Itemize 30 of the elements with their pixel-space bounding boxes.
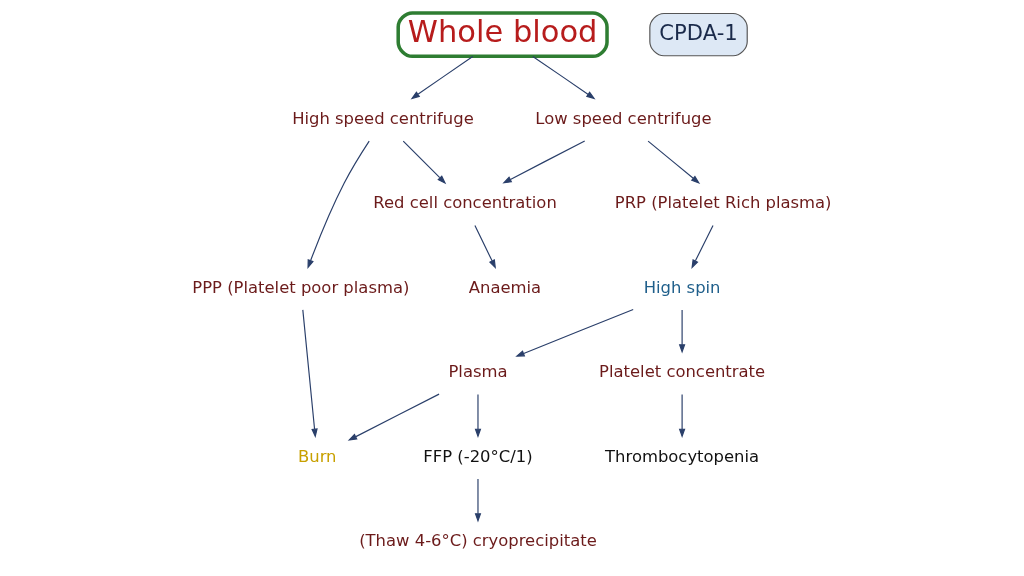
node-text: High speed centrifuge xyxy=(292,108,474,128)
arrow xyxy=(347,393,440,441)
node-text: Plasma xyxy=(448,362,508,382)
arrow xyxy=(410,55,474,100)
arrow xyxy=(532,55,596,100)
arrow xyxy=(647,140,701,184)
node-text: PPP (Platelet poor plasma) xyxy=(192,277,410,297)
arrow xyxy=(302,309,318,438)
arrow xyxy=(691,225,714,269)
arrow xyxy=(678,309,686,354)
arrow xyxy=(474,225,496,269)
node-box: Whole blood xyxy=(396,11,609,59)
node-box: CPDA-1 xyxy=(649,12,748,57)
arrow xyxy=(502,140,586,184)
arrow xyxy=(474,393,482,439)
node-text: FFP (-20°C/1) xyxy=(423,446,533,466)
node-text: Burn xyxy=(298,446,337,466)
node-text: Thrombocytopenia xyxy=(605,446,760,466)
arrow xyxy=(678,393,686,439)
node-text: Platelet concentrate xyxy=(599,362,766,382)
arrow xyxy=(474,478,482,523)
arrow xyxy=(307,140,370,269)
node-text: Red cell concentration xyxy=(373,193,557,213)
node-text: High spin xyxy=(643,277,721,297)
node-text: Anaemia xyxy=(468,277,542,297)
node-text: Low speed centrifuge xyxy=(535,108,712,128)
node-text: PRP (Platelet Rich plasma) xyxy=(614,193,832,213)
arrow xyxy=(515,308,634,357)
node-text: (Thaw 4-6°C) cryoprecipitate xyxy=(359,531,597,551)
arrow xyxy=(402,140,447,185)
